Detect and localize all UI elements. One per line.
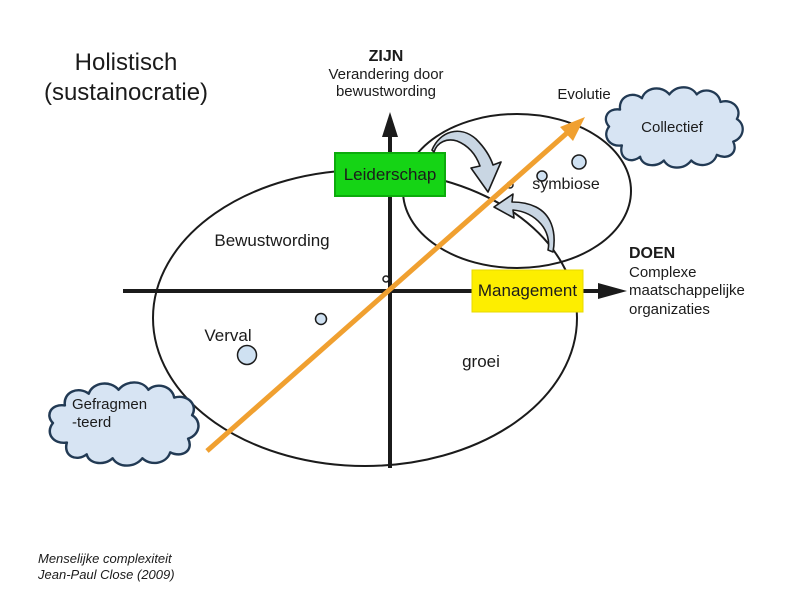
- page-title-line2: (sustainocratie): [43, 79, 209, 106]
- horizontal-axis-arrowhead: [598, 283, 627, 299]
- vertical-axis-arrowhead: [382, 112, 398, 137]
- cloud-gefragmenteerd-line1: Gefragmen: [72, 396, 148, 413]
- vertical-axis-title: ZIJN: [368, 48, 404, 65]
- leiderschap-box-label: Leiderschap: [343, 164, 437, 184]
- horizontal-axis-subtitle-line2: maatschappelijke: [629, 282, 745, 299]
- horizontal-axis-label: DOEN Complexe maatschappelijke organizat…: [629, 245, 789, 319]
- evolution-arrow-head: [560, 117, 585, 141]
- label-bewustwording: Bewustwording: [214, 231, 330, 250]
- cloud-collectief-icon: [604, 86, 744, 169]
- label-groei: groei: [462, 352, 500, 371]
- horizontal-axis-subtitle-line3: organizaties: [629, 300, 710, 318]
- dot-axis-origin: [382, 275, 390, 283]
- source-caption-line2: Jean-Paul Close (2009): [38, 566, 175, 582]
- cloud-gefragmenteerd-icon: [48, 381, 200, 467]
- page-title: Holistisch (sustainocratie): [20, 48, 232, 108]
- cloud-gefragmenteerd-label: Gefragmen -teerd: [72, 396, 184, 432]
- evolution-arrow-line: [205, 131, 569, 453]
- label-verval: Verval: [204, 326, 252, 345]
- cloud-collectief-label: Collectief: [641, 119, 703, 136]
- management-box-label: Management: [477, 281, 578, 300]
- label-evolutie: Evolutie: [557, 86, 611, 103]
- leiderschap-box: [334, 152, 446, 197]
- bubble-verval-large: [236, 344, 258, 366]
- page-title-line1: Holistisch: [74, 49, 178, 76]
- vertical-axis-subtitle-line1: Verandering door: [328, 65, 444, 83]
- bubble-symbiose-large: [571, 154, 587, 170]
- cloud-gefragmenteerd-line2: -teerd: [72, 414, 112, 431]
- source-caption: Menselijke complexiteit Jean-Paul Close …: [38, 551, 278, 582]
- cycle-arrow-lower-icon: [493, 193, 555, 253]
- horizontal-axis-title: DOEN: [629, 245, 676, 262]
- vertical-axis-label: ZIJN Verandering door bewustwording: [300, 48, 472, 101]
- bubble-verval-small: [314, 312, 328, 326]
- management-box: [471, 269, 584, 313]
- source-caption-line1: Menselijke complexiteit: [38, 551, 172, 566]
- vertical-axis-subtitle-line2: bewustwording: [335, 83, 437, 100]
- cycle-arrow-upper-icon: [431, 130, 502, 193]
- bubble-symbiose-small: [536, 170, 548, 182]
- horizontal-axis-subtitle-line1: Complexe: [629, 263, 697, 281]
- label-symbiose: symbiose: [532, 176, 600, 193]
